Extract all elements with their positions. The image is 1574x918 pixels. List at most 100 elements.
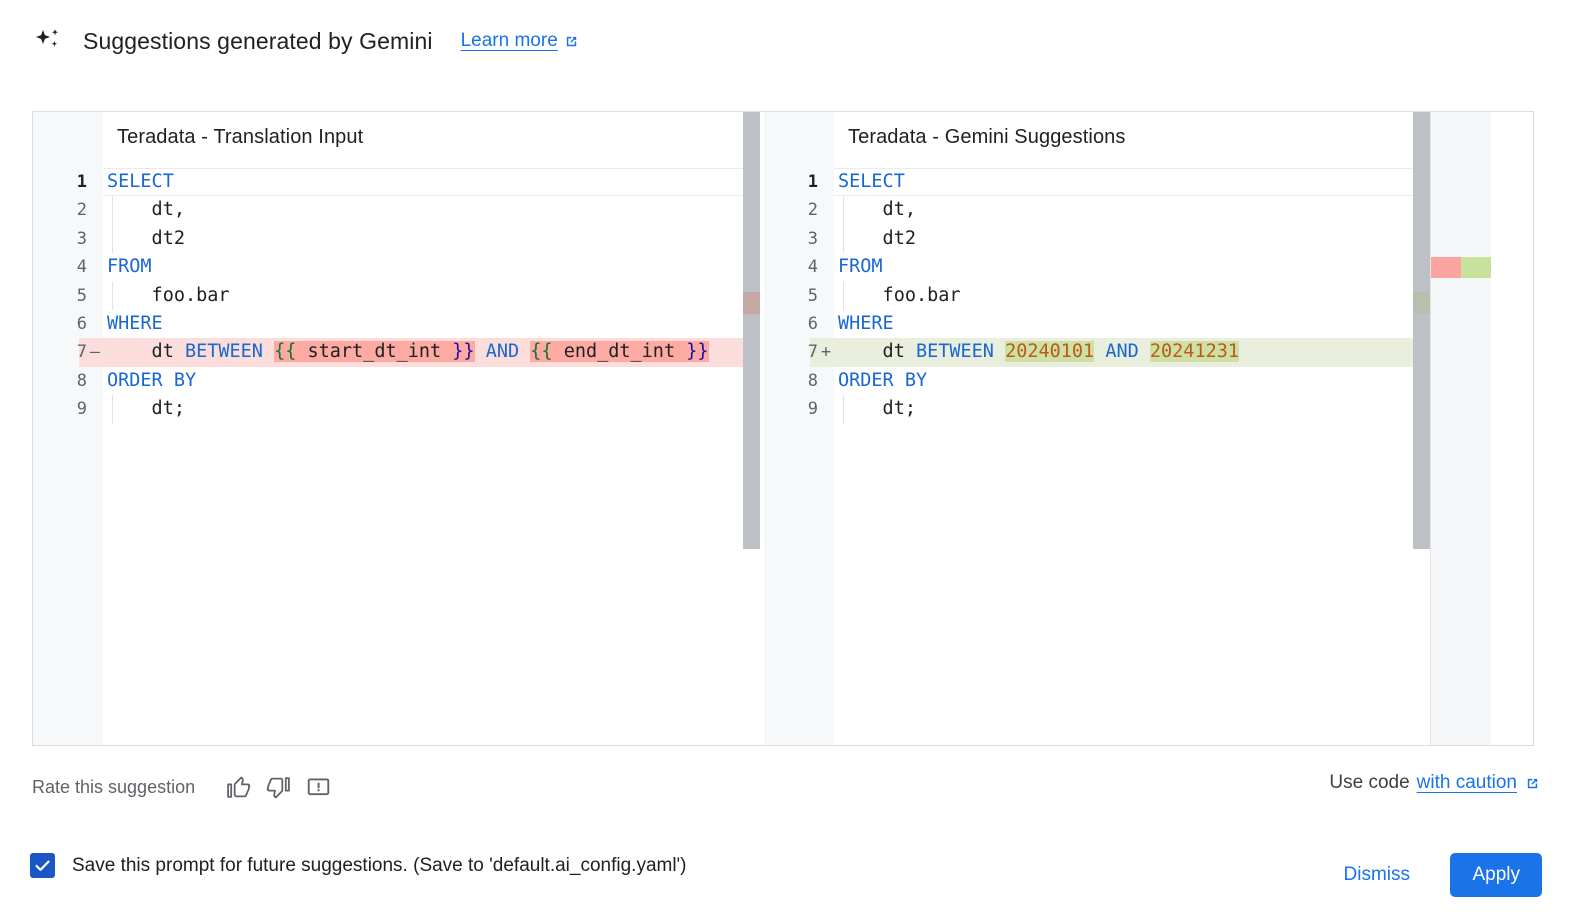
line-number-row: 3: [764, 225, 834, 253]
code-token: dt;: [838, 398, 916, 420]
indent-guide: [843, 224, 844, 254]
code-line[interactable]: dt,: [834, 196, 1491, 225]
sparkle-icon: [32, 26, 62, 56]
indent-guide: [112, 196, 113, 225]
line-number-row: 3: [33, 225, 103, 253]
code-token: foo.bar: [838, 284, 961, 306]
code-line[interactable]: WHERE: [103, 310, 760, 338]
line-number: 2: [807, 200, 818, 221]
overview-ruler[interactable]: [1430, 112, 1491, 745]
use-code-caution: Use code with caution: [1329, 772, 1540, 794]
thumb-down-icon[interactable]: [261, 770, 295, 804]
code-line-text: foo.bar: [103, 282, 760, 310]
code-line[interactable]: dt,: [103, 196, 760, 225]
code-token: 20241231: [1149, 341, 1239, 363]
learn-more-link[interactable]: Learn more: [461, 30, 579, 52]
code-line[interactable]: FROM: [834, 253, 1491, 281]
code-token: }}: [452, 341, 475, 363]
line-number: 3: [807, 228, 818, 249]
code-line[interactable]: dt BETWEEN {{ start_dt_int }} AND {{ end…: [103, 338, 760, 367]
scrollbar-thumb-left[interactable]: [743, 112, 760, 549]
code-line[interactable]: WHERE: [834, 310, 1491, 338]
line-number-row: 5: [33, 282, 103, 310]
code-token: ORDER BY: [838, 369, 928, 391]
code-line-text: dt,: [834, 196, 1491, 224]
code-area-left[interactable]: Teradata - Translation Input SELECT dt, …: [103, 112, 760, 745]
code-line[interactable]: ORDER BY: [103, 367, 760, 395]
line-number-row: 9: [764, 395, 834, 423]
header: Suggestions generated by Gemini Learn mo…: [32, 26, 579, 56]
code-line[interactable]: ORDER BY: [834, 367, 1491, 395]
indent-guide: [843, 281, 844, 310]
scrollbar-left[interactable]: [743, 112, 760, 745]
code-area-right[interactable]: Teradata - Gemini Suggestions SELECT dt,…: [834, 112, 1491, 745]
line-number-row: 5: [764, 282, 834, 310]
thumb-up-icon[interactable]: [221, 770, 255, 804]
line-number: 6: [76, 313, 87, 334]
code-token: dt,: [838, 199, 916, 221]
pane-divider: [760, 112, 764, 745]
code-line[interactable]: dt2: [103, 224, 760, 254]
code-token: [994, 341, 1005, 362]
code-line-text: dt;: [834, 395, 1491, 423]
line-number: 5: [76, 285, 87, 306]
learn-more-label: Learn more: [460, 30, 558, 51]
code-line[interactable]: FROM: [103, 253, 760, 281]
code-token: }}: [686, 341, 709, 363]
line-number-row: 4: [764, 253, 834, 281]
code-token: SELECT: [838, 171, 905, 192]
external-link-icon: [564, 34, 579, 49]
code-token: BETWEEN: [915, 341, 994, 363]
code-token: {{: [530, 341, 553, 363]
code-line-text: dt2: [834, 225, 1491, 253]
line-number: 3: [76, 228, 87, 249]
rate-suggestion-row: Rate this suggestion: [32, 770, 341, 804]
indent-guide: [112, 395, 113, 424]
scrollbar-right[interactable]: [1413, 112, 1430, 745]
code-token: dt: [107, 341, 185, 363]
code-line-text: dt BETWEEN {{ start_dt_int }} AND {{ end…: [103, 338, 760, 367]
code-line[interactable]: SELECT: [103, 168, 760, 197]
with-caution-link[interactable]: with caution: [1416, 772, 1517, 793]
line-number: 6: [807, 313, 818, 334]
line-number-row: 1: [33, 168, 103, 196]
code-line[interactable]: dt;: [834, 395, 1491, 424]
indent-guide: [843, 395, 844, 424]
dismiss-button[interactable]: Dismiss: [1330, 853, 1425, 897]
line-number-row: 8: [764, 367, 834, 395]
code-line[interactable]: dt2: [834, 224, 1491, 254]
scrollbar-diff-marker-left: [743, 292, 760, 314]
scrollbar-thumb-right[interactable]: [1413, 112, 1430, 549]
code-line[interactable]: foo.bar: [834, 281, 1491, 310]
code-token: FROM: [107, 256, 152, 278]
line-number-row: 9: [33, 395, 103, 423]
code-line-text: dt BETWEEN 20240101 AND 20241231: [834, 338, 1491, 367]
pane-title-right: Teradata - Gemini Suggestions: [848, 126, 1126, 148]
report-icon[interactable]: [301, 770, 335, 804]
code-token: AND: [485, 341, 520, 363]
overview-mark-added: [1461, 257, 1491, 278]
code-line[interactable]: dt BETWEEN 20240101 AND 20241231: [834, 338, 1491, 367]
line-number: 7—: [76, 342, 101, 363]
line-number-row: 6: [33, 310, 103, 338]
line-number-row: 8: [33, 367, 103, 395]
code-line-text: WHERE: [103, 310, 760, 338]
use-code-prefix: Use code: [1329, 772, 1410, 793]
code-line[interactable]: SELECT: [834, 168, 1491, 197]
indent-guide: [843, 196, 844, 225]
external-link-icon: [1525, 776, 1540, 791]
code-line[interactable]: foo.bar: [103, 281, 760, 310]
code-line[interactable]: dt;: [103, 395, 760, 424]
line-number: 9: [807, 399, 818, 420]
apply-button[interactable]: Apply: [1450, 853, 1542, 897]
code-token: start_dt_int: [296, 341, 453, 363]
overview-mark-removed: [1431, 257, 1461, 278]
line-number: 4: [76, 257, 87, 278]
indent-guide: [112, 224, 113, 254]
pane-title-left: Teradata - Translation Input: [117, 126, 364, 148]
save-prompt-checkbox[interactable]: [30, 853, 55, 878]
code-token: 20240101: [1005, 341, 1095, 363]
code-token: foo.bar: [107, 284, 230, 306]
